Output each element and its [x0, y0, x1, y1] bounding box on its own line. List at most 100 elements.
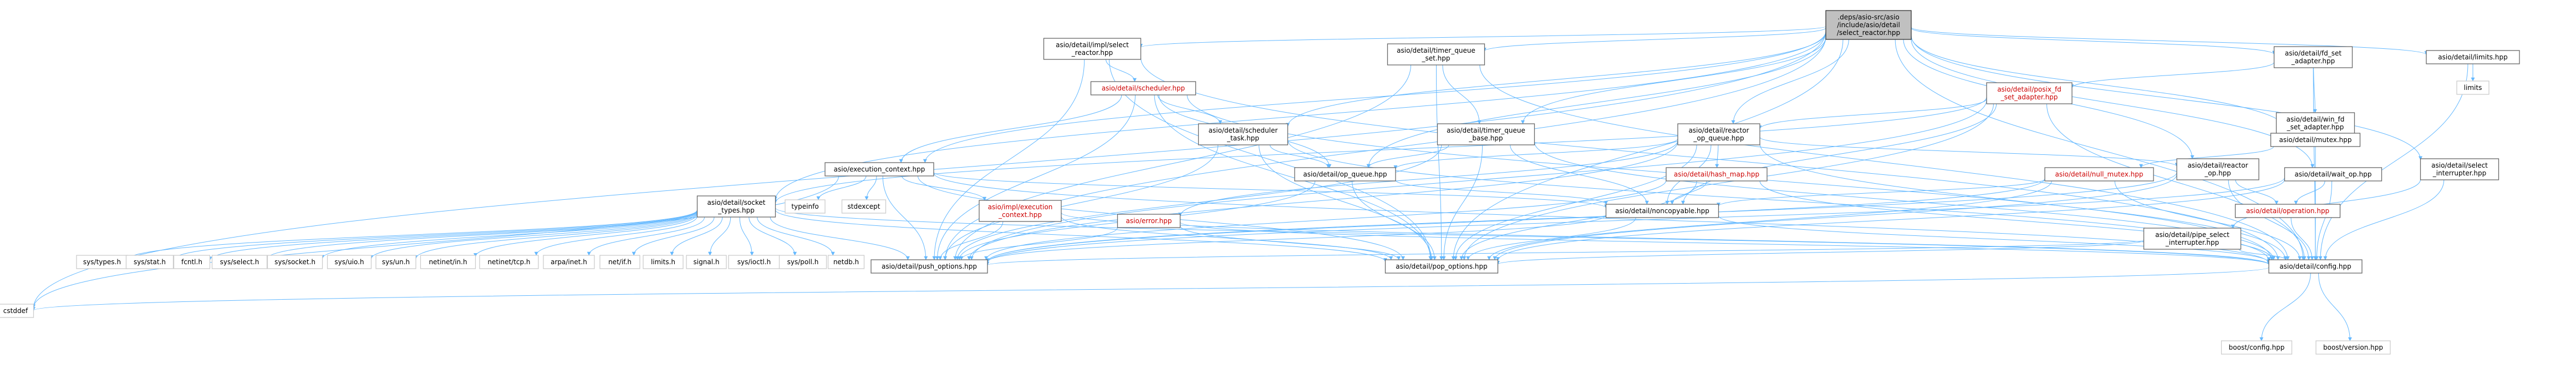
- node-box: [2143, 228, 2242, 250]
- node-label: asio/detail/push_options.hpp: [882, 263, 977, 270]
- node-box: [696, 195, 776, 218]
- node-scheduler-task[interactable]: asio/detail/scheduler_task.hpp: [1198, 123, 1289, 145]
- node-select-interrupter[interactable]: asio/detail/select_interrupter.hpp: [2420, 158, 2499, 180]
- node-operation[interactable]: asio/detail/operation.hpp: [2234, 204, 2341, 218]
- edge-socket-types-to-net-if: [632, 216, 715, 256]
- node-box: [2273, 46, 2353, 68]
- node-box: [211, 255, 268, 269]
- node-label: _types.hpp: [717, 206, 755, 214]
- node-label: _context.hpp: [998, 211, 1042, 219]
- edge-null-mutex-to-config: [2114, 180, 2302, 260]
- node-noncopyable[interactable]: asio/detail/noncopyable.hpp: [1605, 204, 1719, 218]
- node-label: asio/detail/reactor: [1688, 127, 1749, 134]
- node-impl-select-reactor[interactable]: asio/detail/impl/select_reactor.hpp: [1043, 38, 1142, 60]
- node-box: [2284, 167, 2382, 182]
- edge-scheduler-task-to-pop-options: [1259, 144, 1434, 260]
- edge-root-to-impl-select-reactor: [1139, 26, 1826, 48]
- edge-select-interrupter-to-pipe-select-interrupter: [2231, 179, 2421, 229]
- edge-impl-select-reactor-to-pop-options: [1109, 59, 1433, 260]
- node-box: [2456, 80, 2490, 95]
- node-pop-options[interactable]: asio/detail/pop_options.hpp: [1384, 259, 1499, 274]
- edge-root-to-mutex: [1911, 36, 2292, 134]
- edge-impl-execution-context-to-pop-options: [1061, 216, 1393, 260]
- node-sys-uio: sys/uio.h: [327, 255, 372, 269]
- node-null-mutex[interactable]: asio/detail/null_mutex.hpp: [2044, 167, 2154, 182]
- edge-error-to-config: [1180, 221, 2271, 265]
- node-wait-op[interactable]: asio/detail/wait_op.hpp: [2284, 167, 2382, 182]
- node-reactor-op-queue[interactable]: asio/detail/reactor_op_queue.hpp: [1677, 123, 1760, 145]
- node-reactor-op[interactable]: asio/detail/reactor_op.hpp: [2176, 158, 2259, 180]
- node-net-if: net/if.h: [599, 255, 640, 269]
- edge-wait-op-to-operation: [2294, 180, 2325, 205]
- node-label: _op_queue.hpp: [1693, 134, 1744, 142]
- node-label: asio/detail/wait_op.hpp: [2295, 170, 2372, 178]
- edge-socket-types-to-sys-uio: [369, 211, 698, 260]
- node-error[interactable]: asio/error.hpp: [1117, 214, 1181, 228]
- node-label: _set.hpp: [1422, 54, 1450, 62]
- node-box: [870, 259, 988, 274]
- edge-timer-queue-set-to-pop-options: [1436, 64, 1444, 260]
- edge-layer: [32, 26, 2475, 341]
- node-box: [2268, 259, 2363, 274]
- edge-execution-context-to-noncopyable: [933, 172, 1608, 209]
- edge-wait-op-to-config: [2314, 180, 2333, 260]
- node-label: asio/detail/impl/select: [1056, 41, 1129, 49]
- node-mutex[interactable]: asio/detail/mutex.hpp: [2270, 133, 2361, 147]
- node-box: [2426, 50, 2520, 64]
- node-box: [824, 162, 934, 177]
- node-box: [1605, 204, 1719, 218]
- node-hash-map[interactable]: asio/detail/hash_map.hpp: [1666, 167, 1768, 182]
- node-label: asio/detail/scheduler: [1209, 127, 1278, 134]
- edge-socket-types-to-netinet-in: [474, 214, 698, 258]
- node-boost-version: boost/version.hpp: [2315, 340, 2391, 355]
- node-sys-un: sys/un.h: [375, 255, 416, 269]
- node-config[interactable]: asio/detail/config.hpp: [2268, 259, 2363, 274]
- edge-hash-map-to-push-options: [984, 180, 1667, 260]
- node-impl-execution-context[interactable]: asio/impl/execution_context.hpp: [979, 200, 1062, 222]
- edge-scheduler-to-execution-context: [899, 94, 1122, 163]
- node-label: fcntl.h: [181, 258, 202, 266]
- edge-scheduler-to-scheduler-task: [1157, 94, 1223, 124]
- node-label: _interrupter.hpp: [2432, 169, 2486, 177]
- node-push-options[interactable]: asio/detail/push_options.hpp: [870, 259, 988, 274]
- node-label: boost/config.hpp: [2229, 344, 2285, 351]
- node-execution-context[interactable]: asio/execution_context.hpp: [824, 162, 934, 177]
- node-limits-hpp[interactable]: asio/detail/limits.hpp: [2426, 50, 2520, 64]
- node-op-queue[interactable]: asio/detail/op_queue.hpp: [1294, 167, 1396, 182]
- edge-execution-context-to-typeinfo: [816, 175, 867, 200]
- node-label: _base.hpp: [1468, 134, 1503, 142]
- edge-timer-queue-set-to-timer-queue-base: [1442, 64, 1482, 124]
- node-sys-stat: sys/stat.h: [125, 255, 174, 269]
- node-label: _set_adapter.hpp: [2000, 93, 2058, 101]
- node-label: asio/detail/hash_map.hpp: [1674, 170, 1759, 178]
- node-posix-fd-set-adapter[interactable]: asio/detail/posix_fd_set_adapter.hpp: [1986, 82, 2073, 104]
- edge-socket-types-to-signal: [707, 216, 731, 256]
- edge-socket-types-to-config: [775, 208, 2271, 265]
- node-socket-types[interactable]: asio/detail/socket_types.hpp: [696, 195, 776, 218]
- node-label: asio/detail/op_queue.hpp: [1303, 170, 1387, 178]
- node-box: [827, 255, 865, 269]
- node-pipe-select-interrupter[interactable]: asio/detail/pipe_select_interrupter.hpp: [2143, 228, 2242, 250]
- node-box: [1437, 123, 1535, 145]
- node-label: netinet/in.h: [429, 258, 467, 266]
- node-label: sys/poll.h: [787, 258, 819, 266]
- node-label: _op.hpp: [2204, 169, 2231, 177]
- edge-null-mutex-to-pop-options: [1487, 180, 2052, 260]
- node-timer-queue-set[interactable]: asio/detail/timer_queue_set.hpp: [1387, 43, 1485, 65]
- node-timer-queue-base[interactable]: asio/detail/timer_queue_base.hpp: [1437, 123, 1535, 145]
- edge-root-to-timer-queue-set: [1483, 27, 1826, 52]
- edge-execution-context-to-stdexcept: [864, 175, 877, 200]
- node-label: asio/detail/null_mutex.hpp: [2055, 170, 2144, 178]
- node-sys-ioctl: sys/ioctl.h: [728, 255, 780, 269]
- node-label: netdb.h: [833, 258, 859, 266]
- node-cstddef: cstddef: [0, 304, 34, 318]
- edge-reactor-op-queue-to-push-options: [967, 141, 1678, 260]
- node-root: .deps/asio-src/asio/include/asio/detail/…: [1825, 10, 1912, 40]
- node-scheduler[interactable]: asio/detail/scheduler.hpp: [1090, 81, 1197, 95]
- node-label: net/if.h: [608, 258, 632, 266]
- node-box: [599, 255, 640, 269]
- node-fd-set-adapter[interactable]: asio/detail/fd_set_adapter.hpp: [2273, 46, 2353, 68]
- node-box: [543, 255, 595, 269]
- node-win-fd-set-adapter[interactable]: asio/detail/win_fd_set_adapter.hpp: [2275, 112, 2355, 134]
